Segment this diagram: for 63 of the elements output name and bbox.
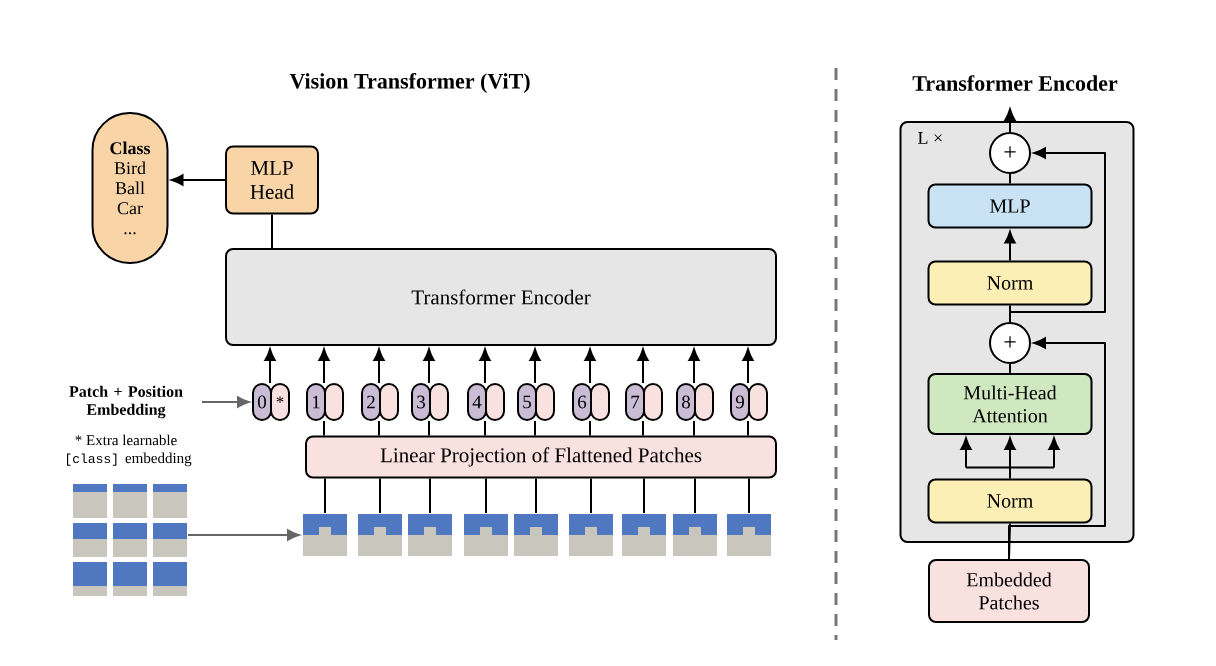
arrow [373,348,385,384]
patch-token [485,383,505,421]
arrow [318,348,330,384]
arrow [1008,337,1106,560]
encoder-box: Transformer Encoder [225,248,777,346]
embedding-label: Patch + Position Embedding [69,385,183,419]
arrow [637,348,649,384]
position-token: 7 [625,383,645,421]
norm-box: Norm [927,260,1093,306]
position-token: 1 [306,383,326,421]
arrow [688,348,700,384]
arrow [960,437,1060,480]
image-patch [408,514,452,556]
image-patch [673,514,717,556]
image-patch [464,514,508,556]
position-token: 4 [467,383,487,421]
arrow [479,348,491,384]
position-token: 0 [252,383,272,421]
code-text: [class] [67,453,117,466]
image-patch [514,514,558,556]
patch-token [643,383,663,421]
arrow [584,348,596,384]
patch-token [748,383,768,421]
image-patch [358,514,402,556]
patch-token [535,383,555,421]
position-token: 8 [676,383,696,421]
image-patch [303,514,347,556]
image-patch [622,514,666,556]
arrow [171,174,226,186]
arrow [423,348,435,384]
note-text: embedding [125,452,192,467]
position-token: 9 [730,383,750,421]
mlp-box: MLP [927,183,1093,229]
patch-token: * [270,383,290,421]
arrow [529,348,541,384]
position-token: 6 [572,383,592,421]
title: Vision Transformer (ViT) [289,72,530,94]
class-output-pill: Class Bird Ball Car ... [91,112,169,264]
title: Transformer Encoder [912,75,1118,91]
arrow [1009,147,1106,323]
patch-token [590,383,610,421]
patch-token [429,383,449,421]
image-patch [727,514,771,556]
attention-box: Multi-Head Attention [927,373,1093,435]
arrow [264,348,276,384]
position-token: 5 [517,383,537,421]
norm-box: Norm [927,478,1093,524]
position-token: 3 [411,383,431,421]
patch-token [379,383,399,421]
patch-token [694,383,714,421]
arrow [742,348,754,384]
projection-box: Linear Projection of Flattened Patches [305,435,777,479]
patch-token [324,383,344,421]
position-token: 2 [361,383,381,421]
image-patch [569,514,613,556]
arrow [187,529,300,541]
embedded-patches-box: Embedded Patches [928,559,1090,623]
image-grid-drawing [73,484,187,596]
arrow [1004,231,1016,262]
arrow [201,396,250,408]
arrow [1004,108,1016,133]
mlp-head-box: MLP Head [225,145,319,215]
note-text: * Extra learnable [75,434,177,446]
